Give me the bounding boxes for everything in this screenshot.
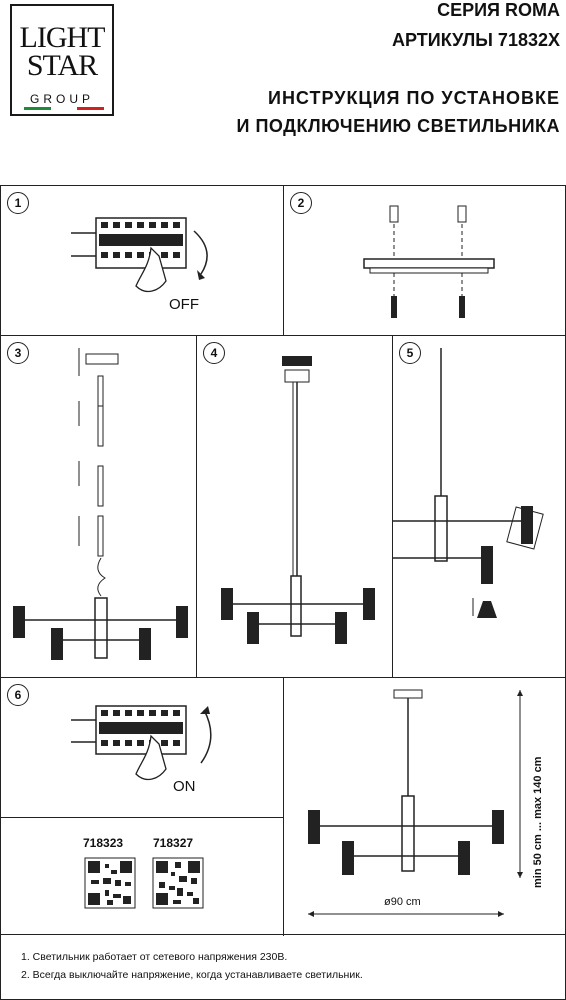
instruction-title-line1: ИНСТРУКЦИЯ ПО УСТАНОВКЕ xyxy=(268,88,560,108)
shade-installation-illustration xyxy=(393,348,544,618)
step-number: 2 xyxy=(290,192,312,214)
off-label: OFF xyxy=(169,296,199,313)
step-3-panel: 3 xyxy=(1,336,197,678)
on-label: ON xyxy=(173,778,196,795)
dimensions-illustration xyxy=(308,689,523,917)
step-number: 1 xyxy=(7,192,29,214)
rod-assembly-illustration xyxy=(13,348,188,660)
step-4-panel: 4 xyxy=(197,336,393,678)
qr-article-1: 718323 xyxy=(83,836,124,850)
canopy-mounting-illustration xyxy=(221,356,375,644)
series-title: СЕРИЯ ROMA xyxy=(437,0,560,20)
qr-code-icon xyxy=(152,857,204,909)
breaker-off-illustration xyxy=(71,217,208,293)
qr-code-icon xyxy=(84,857,136,909)
qr-codes xyxy=(84,857,204,909)
step-number: 6 xyxy=(7,684,29,706)
instruction-title-line2: И ПОДКЛЮЧЕНИЮ СВЕТИЛЬНИКА xyxy=(236,116,560,136)
step-number: 4 xyxy=(203,342,225,364)
diameter-dimension-label: ø90 cm xyxy=(384,896,421,908)
height-dimension-label: min 50 cm ... max 140 cm xyxy=(532,756,544,888)
step-5-panel: 5 xyxy=(393,336,566,678)
dimensions-panel: min 50 cm ... max 140 cm ø90 cm xyxy=(284,678,566,936)
mounting-plate-illustration xyxy=(363,205,495,318)
instruction-grid: 1 OFF 2 xyxy=(0,185,566,936)
qr-article-2: 718327 xyxy=(153,836,194,850)
logo-line-star: STAR xyxy=(26,49,98,82)
note-1: 1. Светильник работает от сетевого напря… xyxy=(21,951,288,963)
notes-panel: 1. Светильник работает от сетевого напря… xyxy=(0,935,566,1000)
step-1-panel: 1 OFF xyxy=(1,186,284,336)
logo-line-light: LIGHT xyxy=(19,21,106,54)
step-number: 3 xyxy=(7,342,29,364)
logo-line-group: GROUP xyxy=(29,92,94,106)
step-number: 5 xyxy=(399,342,421,364)
qr-panel: 718323 718327 xyxy=(1,818,284,936)
brand-logo: LIGHT STAR GROUP xyxy=(10,4,114,116)
step-6-panel: 6 ON xyxy=(1,678,284,818)
italian-flag-icon xyxy=(24,107,105,110)
step-2-panel: 2 xyxy=(284,186,566,336)
articles-title: АРТИКУЛЫ 71832X xyxy=(392,30,560,50)
breaker-on-illustration xyxy=(71,705,212,781)
note-2: 2. Всегда выключайте напряжение, когда у… xyxy=(21,969,363,981)
